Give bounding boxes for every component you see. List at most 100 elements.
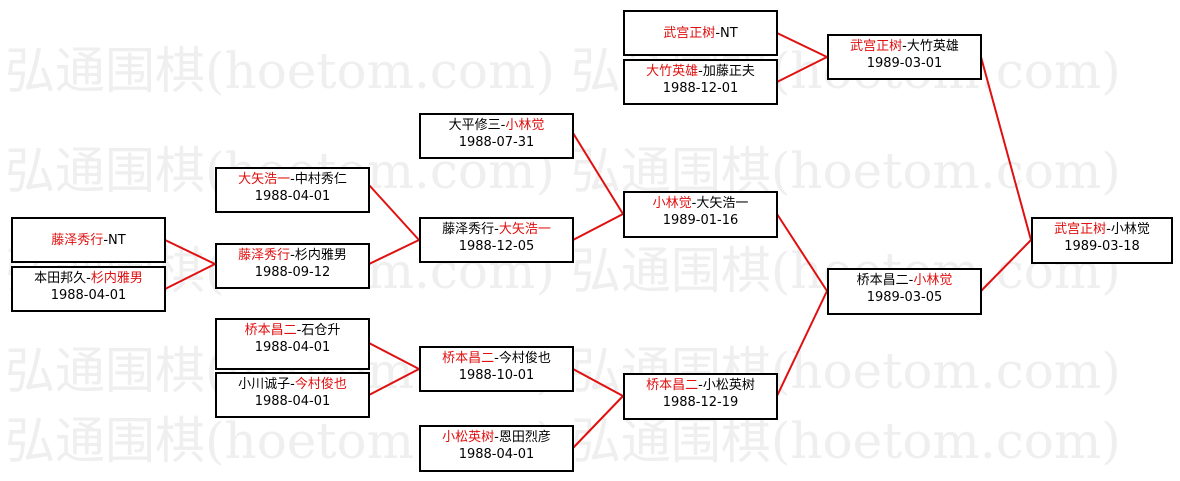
separator: - [290, 377, 295, 392]
player-name: 石仓升 [301, 323, 341, 338]
player-name: 本田邦久 [34, 271, 87, 286]
match-box[interactable]: 桥本昌二-石仓升 1988-04-01 [215, 318, 370, 370]
separator: - [103, 232, 109, 248]
match-date: 1988-07-31 [458, 135, 535, 150]
match-box[interactable]: 桥本昌二-今村俊也 1988-10-01 [419, 346, 574, 392]
match-date: 1988-04-01 [254, 340, 331, 355]
connector-line [164, 239, 216, 265]
connector-line [368, 184, 420, 241]
separator: - [86, 271, 91, 286]
connector-line [368, 368, 420, 396]
connector-line [776, 32, 828, 58]
player-name: 小松英树 [702, 378, 755, 393]
separator: - [908, 273, 914, 288]
match-date: 1989-01-16 [662, 213, 739, 228]
match-box[interactable]: 大竹英雄-加藤正夫 1988-12-01 [623, 59, 778, 105]
player-name-winner: 大矢浩一 [238, 172, 291, 187]
separator: - [691, 196, 697, 211]
match-date: 1988-04-01 [458, 447, 535, 462]
match-date: 1989-03-05 [866, 290, 943, 305]
match-box[interactable]: 大平修三-小林觉 1988-07-31 [419, 113, 574, 159]
player-name-winner: 武宫正树 [850, 39, 903, 54]
player-name-winner: 杉内雅男 [90, 271, 143, 286]
separator: - [1106, 222, 1111, 237]
connector-line [776, 56, 828, 83]
player-name: 大矢浩一 [696, 196, 749, 211]
match-date: 1989-03-01 [866, 56, 943, 71]
player-name-winner: 小林觉 [652, 196, 692, 211]
match-box[interactable]: 桥本昌二-小林觉 1989-03-05 [827, 268, 982, 315]
separator: - [698, 64, 703, 79]
match-box[interactable]: 藤泽秀行-NT [11, 217, 166, 263]
player-name: 恩田烈彦 [498, 430, 551, 445]
separator: - [296, 323, 302, 338]
player-name: 小林觉 [1110, 222, 1150, 237]
match-box[interactable]: 藤泽秀行-杉内雅男 1988-09-12 [215, 243, 370, 289]
player-name-winner: 武宫正树 [663, 25, 716, 41]
player-name-winner: 今村俊也 [294, 377, 347, 392]
connector-line [572, 368, 624, 397]
match-box[interactable]: 小川诚子-今村俊也 1988-04-01 [215, 372, 370, 418]
final-match-box[interactable]: 武宫正树-小林觉 1989-03-18 [1031, 217, 1173, 264]
match-box[interactable]: 本田邦久-杉内雅男 1988-04-01 [11, 266, 166, 312]
separator: - [698, 378, 703, 393]
match-date: 1988-10-01 [458, 368, 535, 383]
match-box[interactable]: 小松英树-恩田烈彦 1988-04-01 [419, 425, 574, 472]
connector-line [368, 342, 420, 370]
player-name-winner: 小林觉 [913, 273, 953, 288]
player-name: 中村秀仁 [294, 172, 347, 187]
match-box[interactable]: 小林觉-大矢浩一 1989-01-16 [623, 191, 778, 238]
separator: - [494, 430, 499, 445]
player-name-winner: 藤泽秀行 [51, 232, 104, 248]
player-name-winner: 桥本昌二 [244, 323, 297, 338]
player-name: 小川诚子 [238, 377, 291, 392]
player-name: NT [108, 232, 126, 248]
connector-line [572, 132, 624, 215]
match-date: 1988-04-01 [254, 394, 331, 409]
player-name: NT [720, 25, 738, 41]
connector-line [776, 213, 828, 292]
player-name: 今村俊也 [498, 351, 551, 366]
match-date: 1988-04-01 [254, 189, 331, 204]
connector-line [368, 239, 420, 265]
match-box[interactable]: 桥本昌二-小松英树 1988-12-19 [623, 373, 778, 420]
match-date: 1988-09-12 [254, 265, 331, 280]
player-name: 加藤正夫 [702, 64, 755, 79]
player-name-winner: 桥本昌二 [442, 351, 495, 366]
match-date: 1988-12-05 [458, 239, 535, 254]
match-box[interactable]: 武宫正树-大竹英雄 1989-03-01 [827, 34, 982, 80]
separator: - [500, 118, 506, 133]
match-date: 1988-04-01 [50, 288, 127, 303]
separator: - [290, 248, 295, 263]
player-name-winner: 小松英树 [442, 430, 495, 445]
player-name: 大竹英雄 [906, 39, 959, 54]
player-name-winner: 桥本昌二 [646, 378, 699, 393]
player-name-winner: 大竹英雄 [646, 64, 699, 79]
match-box[interactable]: 藤泽秀行-大矢浩一 1988-12-05 [419, 217, 574, 263]
connector-line [572, 395, 624, 449]
player-name: 杉内雅男 [294, 248, 347, 263]
player-name: 大平修三 [448, 118, 501, 133]
match-date: 1989-03-18 [1064, 239, 1140, 254]
connector-line [164, 263, 216, 290]
connector-line [776, 290, 828, 397]
player-name-winner: 大矢浩一 [498, 222, 551, 237]
connector-line [980, 239, 1032, 292]
match-box[interactable]: 武宫正树-NT [623, 10, 778, 56]
player-name-winner: 武宫正树 [1054, 222, 1107, 237]
match-date: 1988-12-19 [662, 395, 739, 410]
match-box[interactable]: 大矢浩一-中村秀仁 1988-04-01 [215, 167, 370, 213]
separator: - [494, 222, 499, 237]
separator: - [715, 25, 721, 41]
player-name: 桥本昌二 [856, 273, 909, 288]
connector-line [572, 213, 624, 241]
separator: - [290, 172, 295, 187]
player-name-winner: 藤泽秀行 [238, 248, 291, 263]
connector-line [980, 56, 1032, 241]
player-name: 藤泽秀行 [442, 222, 495, 237]
separator: - [494, 351, 499, 366]
match-date: 1988-12-01 [662, 81, 739, 96]
separator: - [902, 39, 907, 54]
